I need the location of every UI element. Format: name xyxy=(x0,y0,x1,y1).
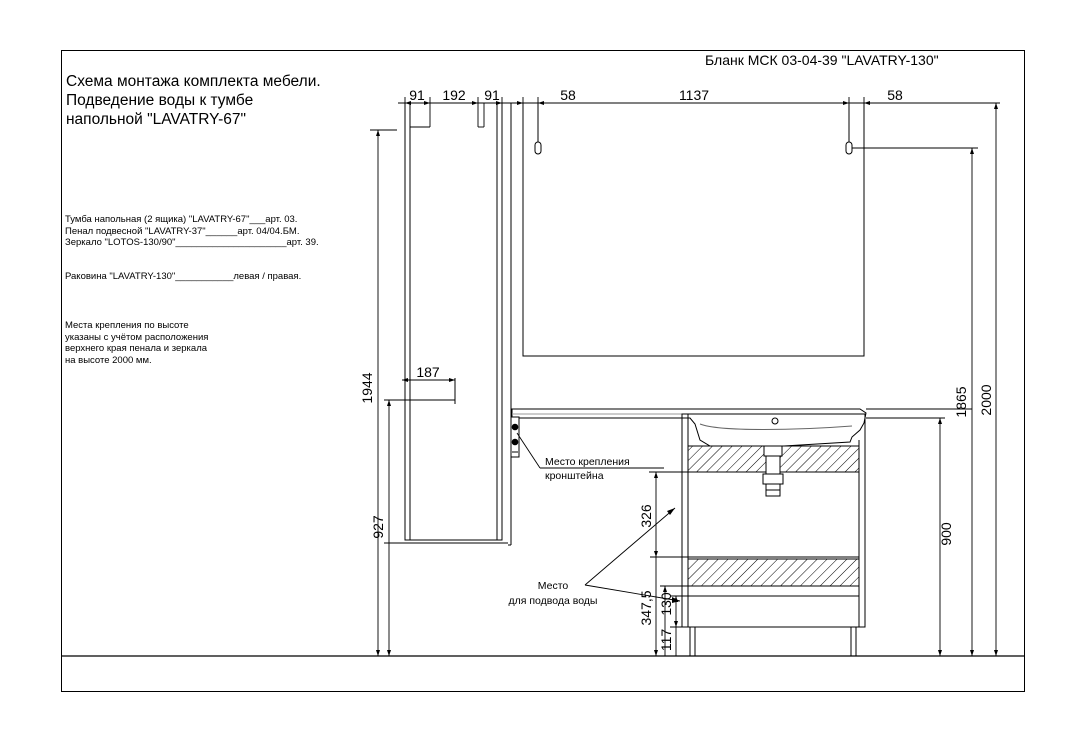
dim-187: 187 xyxy=(416,364,440,380)
dim-2000: 2000 xyxy=(978,384,994,415)
dim-192: 192 xyxy=(442,87,466,103)
spec-line-3: Зеркало "LOTOS-130/90"__________________… xyxy=(65,237,319,248)
title-line-1: Схема монтажа комплекта мебели. xyxy=(66,73,321,90)
dimension-labels: 91 192 91 58 1137 58 187 1944 927 1865 2… xyxy=(359,87,994,651)
dim-91-left: 91 xyxy=(409,87,425,103)
note-line-1: Места крепления по высоте xyxy=(65,320,189,331)
dim-1944: 1944 xyxy=(359,372,375,403)
title-line-2: Подведение воды к тумбе xyxy=(66,92,254,109)
dim-117: 117 xyxy=(658,629,674,652)
dim-58-left: 58 xyxy=(560,87,576,103)
dim-326: 326 xyxy=(638,504,654,528)
callout-labels: Место крепления кронштейна Место для под… xyxy=(509,456,630,607)
spec-line-2: Пенал подвесной "LAVATRY-37"______арт. 0… xyxy=(65,225,300,237)
dim-900: 900 xyxy=(938,522,954,546)
mounting-note: Места крепления по высоте указаны с учёт… xyxy=(65,320,208,366)
dim-347-5: 347,5 xyxy=(638,590,654,625)
water-callout-line-1: Место xyxy=(538,580,569,592)
dim-1865: 1865 xyxy=(953,386,969,417)
cabinet-legs xyxy=(689,626,857,657)
dim-130: 130 xyxy=(658,592,674,616)
title-line-3: напольной "LAVATRY-67" xyxy=(66,111,247,128)
drawing-title: Схема монтажа комплекта мебели. Подведен… xyxy=(66,72,321,129)
siphon xyxy=(762,445,784,497)
dimension-arrows xyxy=(376,101,998,656)
drawing-frame xyxy=(61,50,1025,692)
bracket-callout-line-2: кронштейна xyxy=(545,470,604,482)
spec-line-1: Тумба напольная (2 ящика) "LAVATRY-67"__… xyxy=(65,214,298,225)
leader-arrows xyxy=(667,508,680,603)
leader-lines xyxy=(516,432,681,602)
dim-58-right: 58 xyxy=(887,87,903,103)
countertop-sink xyxy=(511,408,867,447)
dim-927: 927 xyxy=(370,515,386,539)
form-code: Бланк МСК 03-04-39 "LAVATRY-130" xyxy=(705,52,939,68)
water-callout-line-2: для подвода воды xyxy=(509,595,598,607)
mirror-hook-left xyxy=(534,104,542,155)
wall-cabinet xyxy=(384,102,508,544)
dimension-lines xyxy=(370,97,1000,656)
mirror-hook-right xyxy=(845,104,853,155)
spec-list: Тумба напольная (2 ящика) "LAVATRY-67"__… xyxy=(65,214,319,249)
note-line-4: на высоте 2000 мм. xyxy=(65,354,152,366)
bracket-callout-line-1: Место крепления xyxy=(545,456,630,468)
dim-1137: 1137 xyxy=(679,87,709,103)
dim-91-right: 91 xyxy=(484,87,500,103)
bracket xyxy=(510,416,520,458)
note-line-2: указаны с учётом расположения xyxy=(65,331,209,343)
note-line-3: верхнего края пенала и зеркала xyxy=(65,343,208,354)
sink-line: Раковина "LAVATRY-130"___________левая /… xyxy=(65,271,302,282)
